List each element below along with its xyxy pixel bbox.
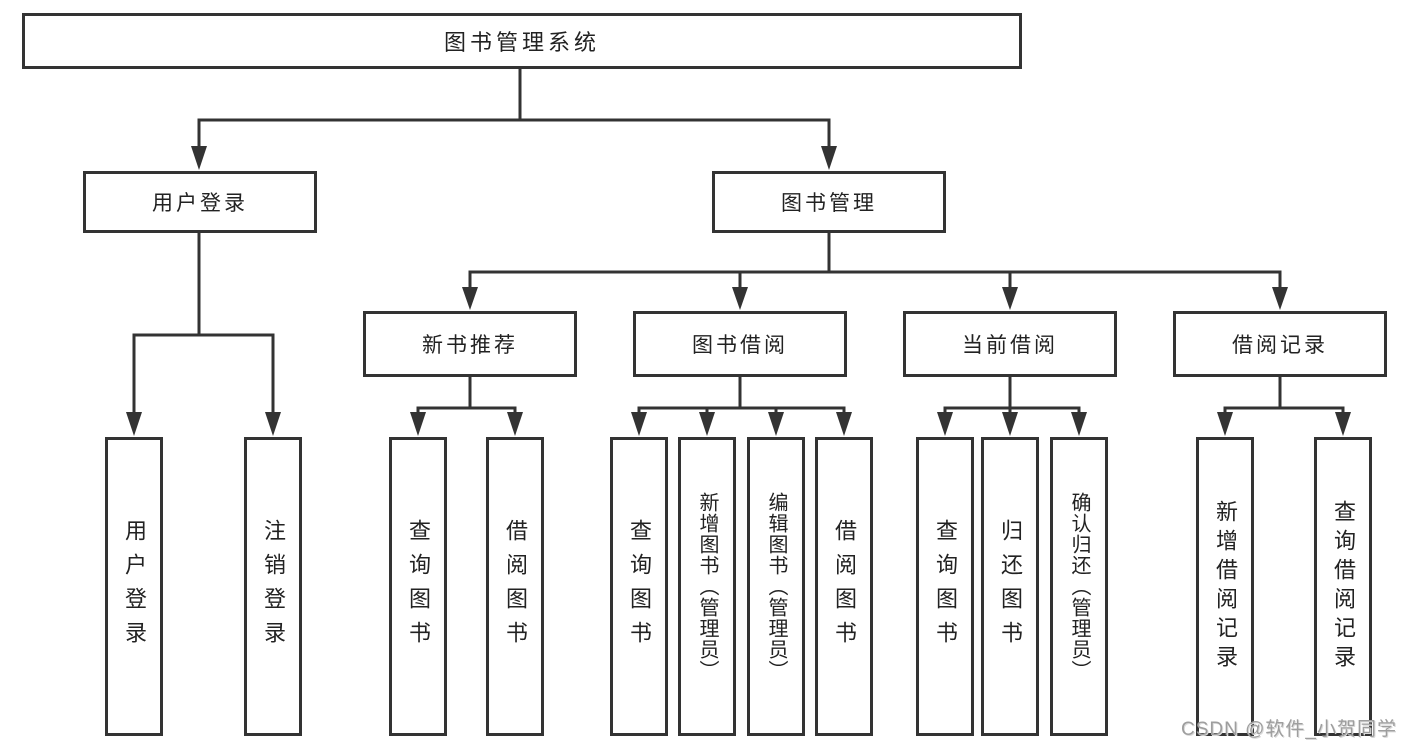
arrowhead bbox=[507, 412, 523, 436]
leaf-current-return-books: 归还图书 bbox=[981, 437, 1039, 736]
leaf-borrowing-borrow-books-label: 借阅图书 bbox=[832, 518, 857, 655]
arrowhead bbox=[631, 412, 647, 436]
arrowhead bbox=[126, 412, 142, 436]
leaf-borrowing-borrow-books: 借阅图书 bbox=[815, 437, 873, 736]
edge-root-to-level2 bbox=[191, 69, 837, 170]
connector-line bbox=[637, 377, 846, 414]
csdn-watermark: CSDN @软件_小贺同学 bbox=[1181, 719, 1397, 740]
leaf-records-add-borrow-record: 新增借阅记录 bbox=[1196, 437, 1254, 736]
arrowhead bbox=[699, 412, 715, 436]
node-borrowing-records: 借阅记录 bbox=[1173, 311, 1387, 377]
leaf-current-query-books-label: 查询图书 bbox=[933, 518, 958, 655]
node-book-borrowing-label: 图书借阅 bbox=[692, 334, 788, 357]
arrowhead bbox=[410, 412, 426, 436]
arrowhead bbox=[768, 412, 784, 436]
node-new-book-recommendation: 新书推荐 bbox=[363, 311, 577, 377]
arrowhead bbox=[1217, 412, 1233, 436]
arrowhead bbox=[732, 287, 748, 310]
leaf-user-login-label: 用户登录 bbox=[122, 518, 147, 655]
node-book-borrowing: 图书借阅 bbox=[633, 311, 847, 377]
leaf-borrowing-edit-books-admin-label: 编辑图书（管理员） bbox=[765, 492, 787, 681]
arrowhead bbox=[1071, 412, 1087, 436]
connector-line bbox=[943, 377, 1081, 414]
leaf-records-query-borrow-record: 查询借阅记录 bbox=[1314, 437, 1372, 736]
node-user-login-label: 用户登录 bbox=[152, 192, 248, 215]
edge-current-to-children bbox=[937, 377, 1087, 436]
leaf-logout-login: 注销登录 bbox=[244, 437, 302, 736]
leaf-current-query-books: 查询图书 bbox=[916, 437, 974, 736]
connector-line bbox=[1223, 377, 1345, 414]
edge-user-login-to-children bbox=[126, 233, 281, 436]
arrowhead bbox=[1002, 412, 1018, 436]
leaf-newbooks-query-books: 查询图书 bbox=[389, 437, 447, 736]
arrowhead bbox=[462, 287, 478, 310]
arrowhead bbox=[1335, 412, 1351, 436]
leaf-records-query-borrow-record-label: 查询借阅记录 bbox=[1331, 499, 1356, 674]
leaf-newbooks-borrow-books-label: 借阅图书 bbox=[503, 518, 528, 655]
arrowhead bbox=[1002, 287, 1018, 310]
leaf-borrowing-query-books-label: 查询图书 bbox=[627, 518, 652, 655]
leaf-user-login: 用户登录 bbox=[105, 437, 163, 736]
leaf-newbooks-borrow-books: 借阅图书 bbox=[486, 437, 544, 736]
arrowhead bbox=[1272, 287, 1288, 310]
connector-line bbox=[132, 233, 275, 414]
node-current-borrowing-label: 当前借阅 bbox=[962, 334, 1058, 357]
leaf-borrowing-query-books: 查询图书 bbox=[610, 437, 668, 736]
arrowhead bbox=[191, 146, 207, 170]
arrowhead bbox=[265, 412, 281, 436]
leaf-records-add-borrow-record-label: 新增借阅记录 bbox=[1213, 499, 1238, 674]
edge-records-to-children bbox=[1217, 377, 1351, 436]
leaf-current-return-books-label: 归还图书 bbox=[998, 518, 1023, 655]
arrowhead bbox=[836, 412, 852, 436]
arrowhead bbox=[937, 412, 953, 436]
node-root: 图书管理系统 bbox=[22, 13, 1022, 69]
connector-line bbox=[416, 377, 517, 414]
node-current-borrowing: 当前借阅 bbox=[903, 311, 1117, 377]
edge-new-books-to-children bbox=[410, 377, 523, 436]
edge-borrowing-to-children bbox=[631, 377, 852, 436]
node-book-management: 图书管理 bbox=[712, 171, 946, 233]
connector-line bbox=[468, 233, 1282, 289]
node-new-book-recommendation-label: 新书推荐 bbox=[422, 334, 518, 357]
node-user-login: 用户登录 bbox=[83, 171, 317, 233]
node-root-label: 图书管理系统 bbox=[443, 30, 600, 55]
edge-book-management-to-level3 bbox=[462, 233, 1288, 310]
leaf-newbooks-query-books-label: 查询图书 bbox=[406, 518, 431, 655]
leaf-borrowing-add-books-admin: 新增图书（管理员） bbox=[678, 437, 736, 736]
arrowhead bbox=[821, 146, 837, 170]
leaf-current-confirm-return-admin: 确认归还（管理员） bbox=[1050, 437, 1108, 736]
leaf-borrowing-edit-books-admin: 编辑图书（管理员） bbox=[747, 437, 805, 736]
node-borrowing-records-label: 借阅记录 bbox=[1232, 334, 1328, 357]
node-book-management-label: 图书管理 bbox=[781, 192, 877, 215]
leaf-borrowing-add-books-admin-label: 新增图书（管理员） bbox=[696, 492, 718, 681]
connector-line bbox=[197, 69, 831, 148]
leaf-logout-login-label: 注销登录 bbox=[261, 518, 286, 655]
leaf-current-confirm-return-admin-label: 确认归还（管理员） bbox=[1068, 492, 1090, 681]
